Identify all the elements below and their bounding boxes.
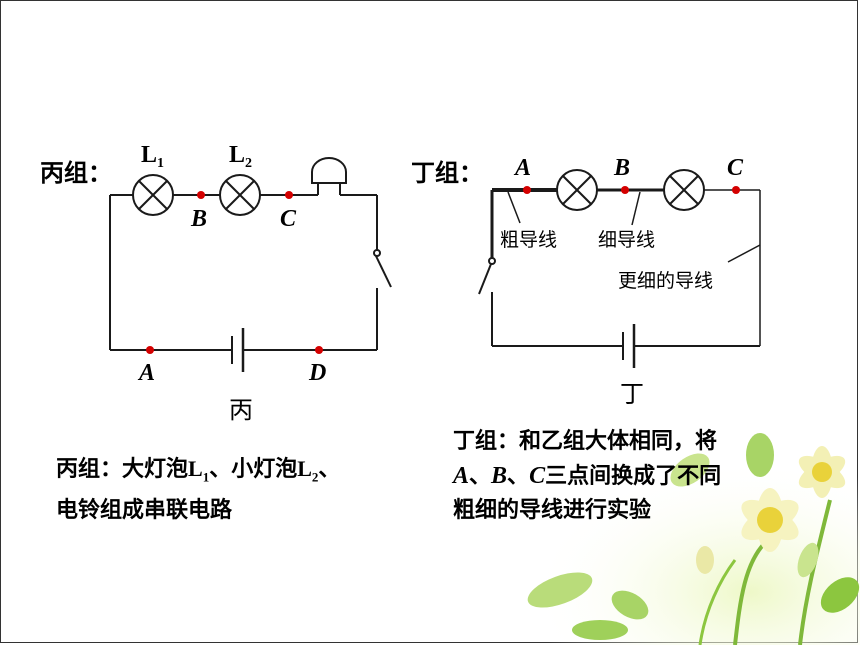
description-bing-line1: 丙组：大灯泡L1、小灯泡L2、 <box>56 456 341 485</box>
node-c <box>285 191 293 199</box>
stem <box>698 559 737 645</box>
description-bing-line2: 电铃组成串联电路 <box>56 498 233 524</box>
stem <box>733 538 770 645</box>
lamp-l2 <box>219 174 261 216</box>
leaf <box>572 620 628 640</box>
leaf <box>611 590 649 620</box>
node-c <box>732 186 740 194</box>
node-a <box>146 346 154 354</box>
caption-ding: 丁 <box>620 380 644 408</box>
point-c-label: C <box>280 206 297 232</box>
group-ding-label: 丁组： <box>411 159 483 187</box>
battery-icon <box>622 324 636 368</box>
battery-icon <box>231 328 245 372</box>
description-ding-line2: A、B、C三点间换成了不同 <box>453 463 722 489</box>
description-ding-line1: 丁组：和乙组大体相同，将 <box>453 429 718 454</box>
thin-wire-label: 细导线 <box>598 229 655 251</box>
leaf <box>746 433 774 477</box>
description-ding: 丁组：和乙组大体相同，将 A、B、C三点间换成了不同 粗细的导线进行实验 <box>453 425 721 528</box>
node-d <box>315 346 323 354</box>
bell-icon <box>311 157 347 195</box>
callout-line <box>727 244 761 263</box>
node-b <box>621 186 629 194</box>
daffodil-flower <box>798 446 846 498</box>
point-b-label: B <box>190 206 207 232</box>
callout-line <box>631 191 641 226</box>
point-c-label: C <box>727 155 744 181</box>
point-a-label: A <box>513 155 531 181</box>
point-a-label: A <box>137 360 155 386</box>
node-b <box>197 191 205 199</box>
leaf <box>820 577 860 613</box>
thinner-wire-label: 更细的导线 <box>618 270 713 292</box>
node-a <box>523 186 531 194</box>
lamp-l1 <box>132 174 174 216</box>
thick-wire-label: 粗导线 <box>500 229 557 251</box>
switch-icon <box>478 257 496 295</box>
flower-bud <box>696 546 714 574</box>
description-bing: 丙组：大灯泡L1、小灯泡L2、 电铃组成串联电路 <box>56 452 340 528</box>
switch-icon <box>373 249 392 288</box>
leaf <box>670 453 710 487</box>
lamp-1 <box>556 169 598 211</box>
point-b-label: B <box>613 155 630 181</box>
caption-bing: 丙 <box>229 396 253 424</box>
lamp-2 <box>663 169 705 211</box>
leaf <box>797 542 819 578</box>
description-ding-line3: 粗细的导线进行实验 <box>453 498 652 523</box>
point-d-label: D <box>308 360 326 386</box>
callout-line <box>507 191 521 224</box>
stem <box>798 499 832 645</box>
lamp1-label: L1 <box>141 142 164 171</box>
lamp2-label: L2 <box>229 142 252 171</box>
leaf <box>527 572 593 608</box>
daffodil-flower <box>741 488 799 552</box>
group-bing-label: 丙组： <box>40 159 112 187</box>
